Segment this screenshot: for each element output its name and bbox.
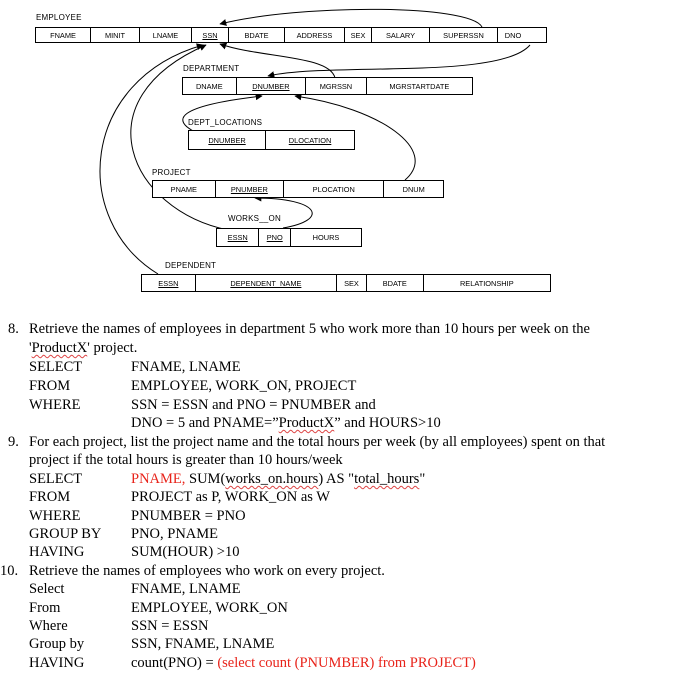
dependent-col-sex: SEX xyxy=(337,275,367,291)
sql-clause: SSN, FNAME, LNAME xyxy=(131,636,275,652)
works-on-col-essn: ESSN xyxy=(217,229,260,246)
question-9-line2: project if the total hours is greater th… xyxy=(29,452,343,468)
dependent-col-essn: ESSN xyxy=(142,275,196,291)
spellcheck-word: works_on.hours xyxy=(225,471,319,487)
dept-locations-table: DNUMBER DLOCATION xyxy=(188,130,355,150)
project-col-plocation: PLOCATION xyxy=(284,181,385,197)
sql-keyword: HAVING xyxy=(29,655,85,671)
sql-keyword: SELECT xyxy=(29,471,83,487)
sql-clause: FNAME, LNAME xyxy=(131,359,241,375)
arrow-superssn-ssn xyxy=(219,8,483,28)
employee-table: FNAME MINIT LNAME SSN BDATE ADDRESS SEX … xyxy=(35,27,547,43)
sql-clause: EMPLOYEE, WORK_ON xyxy=(131,600,288,616)
dependent-col-bdate: BDATE xyxy=(367,275,424,291)
project-table-name: PROJECT xyxy=(152,168,191,177)
question-8-line2: 'ProductX' project. xyxy=(29,340,138,356)
employee-col-address: ADDRESS xyxy=(285,28,345,42)
dependent-table: ESSN DEPENDENT_NAME SEX BDATE RELATIONSH… xyxy=(141,274,551,292)
sql-clause: EMPLOYEE, WORK_ON, PROJECT xyxy=(131,378,357,394)
sql-keyword: GROUP BY xyxy=(29,526,102,542)
sql-keyword: FROM xyxy=(29,378,71,394)
spellcheck-word: total_hours xyxy=(354,471,420,487)
question-number: 9. xyxy=(8,434,19,450)
works-on-col-hours: HOURS xyxy=(312,233,340,242)
dept-locations-col-dlocation: DLOCATION xyxy=(288,135,332,145)
spellcheck-word: ProductX xyxy=(31,340,88,356)
sql-keyword: Where xyxy=(29,618,68,634)
employee-col-sex: SEX xyxy=(345,28,372,42)
sql-keyword: WHERE xyxy=(29,508,81,524)
sql-clause: PNUMBER = PNO xyxy=(131,508,246,524)
employee-table-name: EMPLOYEE xyxy=(36,13,82,22)
foreign-key-arrows xyxy=(99,8,531,275)
sql-keyword: Group by xyxy=(29,636,85,652)
question-number: 8. xyxy=(8,321,19,337)
question-number: 10. xyxy=(0,563,19,579)
works-on-table-name: WORKS__ON xyxy=(228,214,281,223)
project-col-dnum: DNUM xyxy=(402,184,425,194)
employee-col-lname: LNAME xyxy=(140,28,192,42)
dependent-col-dependent-name: DEPENDENT_NAME xyxy=(196,275,338,291)
sql-clause: count(PNO) = (select count (PNUMBER) fro… xyxy=(131,655,476,671)
sql-clause: SUM(HOUR) >10 xyxy=(131,544,240,560)
works-on-table: ESSN PNO HOURS xyxy=(216,228,362,247)
department-col-dnumber: DNUMBER xyxy=(237,78,307,94)
sql-clause: FNAME, LNAME xyxy=(131,581,241,597)
works-on-col-pno: PNO xyxy=(259,229,291,246)
sql-clause: SSN = ESSN xyxy=(131,618,209,634)
project-col-pname: PNAME xyxy=(153,181,216,197)
sql-clause: SSN = ESSN and PNO = PNUMBER and xyxy=(131,397,376,413)
department-col-mgrssn: MGRSSN xyxy=(306,78,367,94)
sql-keyword: FROM xyxy=(29,489,71,505)
employee-col-dno: DNO xyxy=(504,30,522,40)
question-text: Retrieve the names of employees who work… xyxy=(29,563,385,579)
spellcheck-word: ProductX xyxy=(278,415,335,431)
sql-keyword: WHERE xyxy=(29,397,81,413)
employee-col-salary: SALARY xyxy=(372,28,430,42)
sql-keyword: HAVING xyxy=(29,544,85,560)
department-col-mgrstartdate: MGRSTARTDATE xyxy=(389,81,450,91)
query-8-where-cont: DNO = 5 and PNAME=”ProductX” and HOURS>1… xyxy=(131,415,441,431)
dependent-table-name: DEPENDENT xyxy=(165,261,217,270)
sql-keyword: Select xyxy=(29,581,65,597)
schema-diagram: EMPLOYEE FNAME MINIT LNAME SSN BDATE ADD… xyxy=(0,0,674,300)
employee-col-superssn: SUPERSSN xyxy=(430,28,498,42)
project-table: PNAME PNUMBER PLOCATION DNUM xyxy=(152,180,444,198)
project-col-pnumber: PNUMBER xyxy=(216,181,285,197)
arrow-dno-dnumber xyxy=(267,44,531,79)
question-text: Retrieve the names of employees in depar… xyxy=(29,321,590,337)
sql-clause: PROJECT as P, WORK_ON as W xyxy=(131,489,330,505)
arrow-pno-pnumber xyxy=(254,194,313,229)
employee-col-bdate: BDATE xyxy=(229,28,285,42)
sql-clause: PNAME, SUM(works_on.hours) AS "total_hou… xyxy=(131,471,426,487)
sql-clause: PNO, PNAME xyxy=(131,526,219,542)
department-table: DNAME DNUMBER MGRSSN MGRSTARTDATE xyxy=(182,77,473,95)
employee-col-minit: MINIT xyxy=(91,28,140,42)
dept-locations-table-name: DEPT_LOCATIONS xyxy=(188,118,263,127)
dependent-col-relationship: RELATIONSHIP xyxy=(459,278,514,288)
employee-col-ssn: SSN xyxy=(192,28,229,42)
sql-keyword: From xyxy=(29,600,61,616)
sql-keyword: SELECT xyxy=(29,359,83,375)
question-text: For each project, list the project name … xyxy=(29,434,606,450)
department-table-name: DEPARTMENT xyxy=(183,64,240,73)
department-col-dname: DNAME xyxy=(183,78,237,94)
employee-col-fname: FNAME xyxy=(36,28,91,42)
dept-locations-col-dnumber: DNUMBER xyxy=(189,131,267,149)
